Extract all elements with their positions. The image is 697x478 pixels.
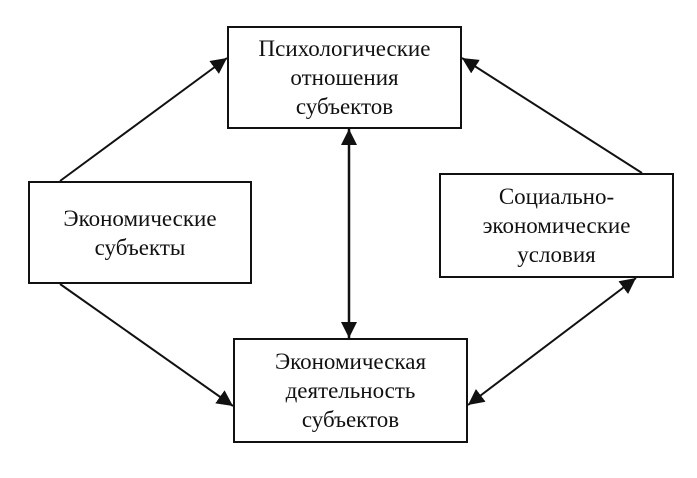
node-psych-line-2: отношения xyxy=(290,65,399,90)
node-econ-line-1: Экономические xyxy=(63,205,217,231)
node-social-line-1: Социально- xyxy=(498,184,615,209)
arrow-social-activity-bidirectional xyxy=(467,277,637,406)
node-psych-line-1: Психологические xyxy=(258,36,431,61)
node-econ-line-2: субъекты xyxy=(94,234,186,260)
node-psych-line-3: субъектов xyxy=(295,94,394,119)
node-economic-subjects: Экономические субъекты xyxy=(28,181,252,284)
node-social-line-3: условия xyxy=(517,242,596,267)
node-activity-line-3: субъектов xyxy=(301,407,400,432)
arrow-social-to-psych xyxy=(461,57,643,174)
node-psychological-relations: Психологические отношения субъектов xyxy=(227,26,462,129)
node-activity-line-1: Экономическая xyxy=(274,349,427,374)
node-socio-economic-conditions: Социально- экономические условия xyxy=(439,173,674,278)
node-economic-activity: Экономическая деятельность субъектов xyxy=(233,338,468,443)
node-social-line-2: экономические xyxy=(482,213,631,238)
node-activity-line-2: деятельность xyxy=(285,378,416,403)
arrow-econ-to-psych xyxy=(59,57,228,182)
arrow-econ-to-activity xyxy=(59,283,234,407)
